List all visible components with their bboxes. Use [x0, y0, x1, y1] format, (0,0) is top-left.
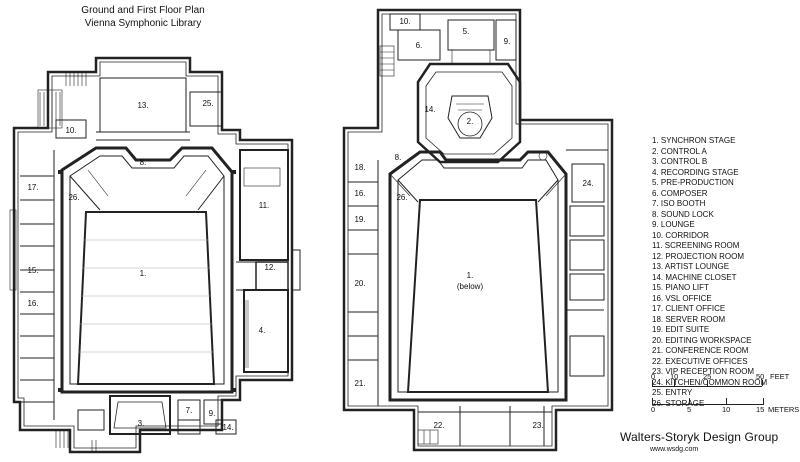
feet-unit: FEET	[770, 372, 790, 381]
legend-item: 9. LOUNGE	[652, 220, 695, 229]
meters-unit: METERS	[768, 405, 800, 414]
legend-item: 10. CORRIDOR	[652, 230, 709, 240]
legend-item: 15. PIANO LIFT	[652, 283, 709, 292]
legend-item: 12. PROJECTION ROOM	[652, 251, 745, 261]
plan-title-line2: Vienna Symphonic Library	[84, 18, 202, 29]
firm-name: Walters-Storyk Design Group	[620, 430, 779, 444]
plan-title: Ground and First Floor Plan Vienna Symph…	[78, 4, 208, 30]
legend-item: 11. SCREENING ROOM	[652, 241, 740, 250]
ground-room-3: 3.	[138, 419, 145, 428]
floor-plans: 1. 3. 4. 7. 8. 9. 10. 11. 12. 13. 14. 15…	[9, 8, 614, 454]
legend-item: 1. SYNCHRON STAGE	[652, 136, 736, 145]
legend-item: 18. SERVER ROOM	[652, 314, 726, 324]
first-room-24: 24.	[582, 179, 593, 188]
first-room-8: 8.	[395, 153, 402, 162]
legend-item: 23. VIP RECEPTION ROOM	[652, 367, 755, 376]
scale-bar-meters: 0 5 10 15 METERS	[651, 398, 800, 418]
legend-item: 13. ARTIST LOUNGE	[652, 262, 730, 271]
ground-room-7: 7.	[186, 406, 193, 415]
legend-item: 16. VSL OFFICE	[652, 293, 712, 303]
legend-item: 7. ISO BOOTH	[652, 199, 706, 208]
first-room-5: 5.	[463, 27, 470, 36]
legend-item: 2. CONTROL A	[652, 146, 707, 156]
first-room-21: 21.	[354, 379, 365, 388]
ground-room-4: 4.	[259, 326, 266, 335]
legend-item: 20. EDITING WORKSPACE	[652, 335, 752, 345]
ground-room-11: 11.	[259, 201, 270, 210]
ground-room-15: 15.	[27, 266, 38, 275]
ground-room-13: 13.	[137, 101, 148, 110]
first-room-2: 2.	[467, 117, 474, 126]
firm-url: www.wsdg.com	[650, 446, 699, 453]
legend-item: 26. STORAGE	[652, 398, 705, 408]
legend-item: 5. PRE-PRODUCTION	[652, 178, 734, 187]
feet-tick-50: 50	[756, 372, 765, 381]
legend-item: 6. COMPOSER	[652, 188, 708, 198]
first-room-1: 1.	[467, 271, 474, 280]
first-room-14: 14.	[424, 105, 435, 114]
feet-tick-10: 10	[670, 372, 679, 381]
first-room-16: 16.	[354, 189, 365, 198]
meters-tick-5: 5	[687, 405, 692, 414]
meters-tick-0: 0	[651, 405, 656, 414]
first-room-26: 26.	[396, 193, 407, 202]
legend-item: 4. RECORDING STAGE	[652, 167, 739, 177]
first-room-23: 23.	[532, 421, 543, 430]
scale-bar-feet: 0 10 25 50 FEET	[651, 372, 792, 394]
ground-room-16: 16.	[27, 299, 38, 308]
ground-room-9: 9.	[209, 409, 216, 418]
ground-room-10: 10.	[65, 126, 76, 135]
feet-tick-0: 0	[651, 372, 656, 381]
meters-tick-10: 10	[722, 405, 731, 414]
feet-tick-25: 25	[703, 372, 712, 381]
legend-item: 25. ENTRY	[652, 388, 693, 397]
legend-item: 19. EDIT SUITE	[652, 325, 710, 334]
legend-item: 22. EXECUTIVE OFFICES	[652, 356, 748, 366]
ground-floor-plan	[9, 56, 301, 454]
ground-room-1: 1.	[140, 269, 147, 278]
first-room-1-sublabel: (below)	[457, 282, 484, 291]
legend-item: 8. SOUND LOCK	[652, 209, 714, 219]
plan-title-line1: Ground and First Floor Plan	[81, 5, 205, 16]
legend-item: 14. MACHINE CLOSET	[652, 272, 737, 282]
first-room-19: 19.	[354, 215, 365, 224]
legend-item: 21. CONFERENCE ROOM	[652, 346, 749, 355]
ground-room-26: 26.	[68, 193, 79, 202]
legend-item: 17. CLIENT OFFICE	[652, 304, 726, 313]
meters-tick-15: 15	[756, 405, 765, 414]
first-room-10: 10.	[399, 17, 410, 26]
first-room-6: 6.	[416, 41, 423, 50]
first-floor-plan	[342, 8, 614, 452]
first-room-9: 9.	[504, 37, 511, 46]
legend-item: 3. CONTROL B	[652, 157, 708, 166]
first-room-18: 18.	[354, 163, 365, 172]
first-room-22: 22.	[433, 421, 444, 430]
first-room-20: 20.	[354, 279, 365, 288]
ground-room-14: 14.	[222, 423, 233, 432]
ground-room-12: 12.	[264, 263, 275, 272]
ground-room-25: 25.	[202, 99, 213, 108]
legend-item: 24. KITCHEN/COMMON ROOM	[652, 377, 768, 387]
ground-room-8: 8.	[140, 158, 147, 167]
ground-room-17: 17.	[27, 183, 38, 192]
